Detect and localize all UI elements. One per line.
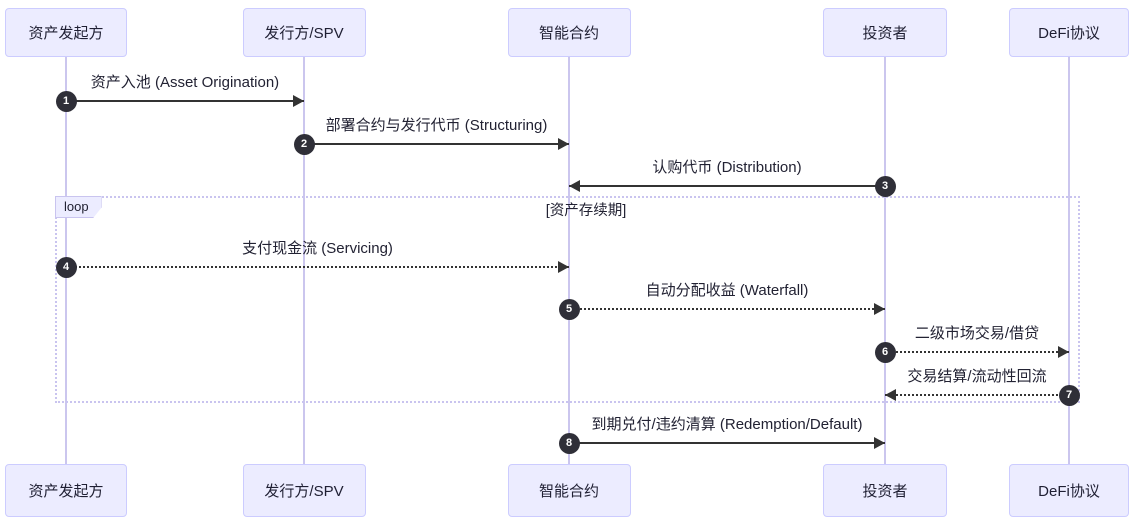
actor-bottom-smart-contract: 智能合约 xyxy=(507,464,631,517)
message-badge-8: 8 xyxy=(558,432,580,454)
message-badge-4: 4 xyxy=(55,256,77,278)
actor-top-asset-originator: 资产发起方 xyxy=(5,8,127,57)
lifeline-investor xyxy=(884,57,886,464)
message-arrowhead-4 xyxy=(558,261,569,273)
message-badge-5: 5 xyxy=(558,298,580,320)
lifeline-smart-contract xyxy=(568,57,570,464)
message-line-8 xyxy=(569,442,885,444)
message-label-1: 资产入池 (Asset Origination) xyxy=(90,74,280,91)
message-label-4: 支付现金流 (Servicing) xyxy=(242,240,393,257)
message-badge-6: 6 xyxy=(874,341,896,363)
actor-top-smart-contract: 智能合约 xyxy=(507,8,631,57)
message-line-4 xyxy=(66,266,569,268)
actor-top-investor: 投资者 xyxy=(823,8,947,57)
actor-bottom-issuer-spv: 发行方/SPV xyxy=(242,464,366,517)
loop-label-tab: loop xyxy=(55,196,102,218)
message-line-1 xyxy=(66,100,304,102)
message-label-5: 自动分配收益 (Waterfall) xyxy=(645,282,809,299)
message-badge-7: 7 xyxy=(1058,384,1080,406)
message-line-2 xyxy=(304,143,569,145)
message-arrowhead-8 xyxy=(874,437,885,449)
message-label-7: 交易结算/流动性回流 xyxy=(907,368,1047,385)
message-line-5 xyxy=(569,308,885,310)
message-badge-2: 2 xyxy=(293,133,315,155)
message-badge-1: 1 xyxy=(55,90,77,112)
loop-frame xyxy=(55,196,1080,403)
message-arrowhead-7 xyxy=(885,389,896,401)
message-label-2: 部署合约与发行代币 (Structuring) xyxy=(325,117,548,134)
message-arrowhead-6 xyxy=(1058,346,1069,358)
message-arrowhead-2 xyxy=(558,138,569,150)
message-line-3 xyxy=(569,185,885,187)
message-label-3: 认购代币 (Distribution) xyxy=(652,159,802,176)
message-line-6 xyxy=(885,351,1069,353)
lifeline-defi-protocol xyxy=(1068,57,1070,464)
lifeline-issuer-spv xyxy=(303,57,305,464)
message-label-8: 到期兑付/违约清算 (Redemption/Default) xyxy=(591,416,863,433)
message-arrowhead-1 xyxy=(293,95,304,107)
actor-bottom-investor: 投资者 xyxy=(823,464,947,517)
loop-condition-label: [资产存续期] xyxy=(545,203,627,219)
message-arrowhead-3 xyxy=(569,180,580,192)
actor-top-defi-protocol: DeFi协议 xyxy=(1009,8,1129,57)
message-badge-3: 3 xyxy=(874,175,896,197)
message-line-7 xyxy=(885,394,1069,396)
actor-bottom-asset-originator: 资产发起方 xyxy=(5,464,127,517)
message-arrowhead-5 xyxy=(874,303,885,315)
actor-top-issuer-spv: 发行方/SPV xyxy=(242,8,366,57)
actor-bottom-defi-protocol: DeFi协议 xyxy=(1009,464,1129,517)
message-label-6: 二级市场交易/借贷 xyxy=(914,325,1040,342)
